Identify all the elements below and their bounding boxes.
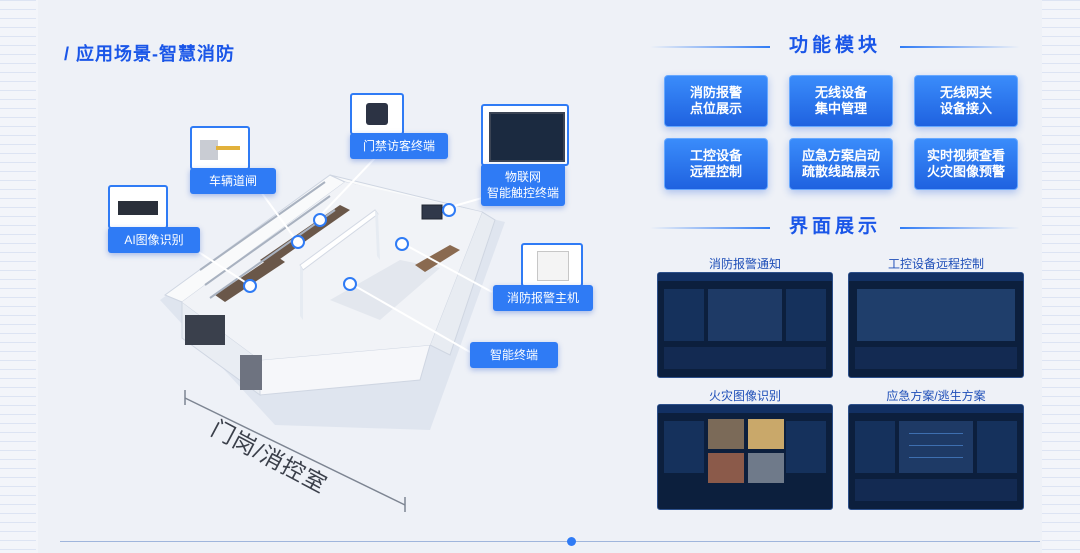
screen-thumb-remote[interactable] [848,272,1024,378]
screen-right-panel [786,421,826,473]
feature-remote-control[interactable]: 工控设备 远程控制 [664,138,768,190]
plan-row [909,433,963,434]
feature-emergency-plan[interactable]: 应急方案启动 疏散线路展示 [789,138,893,190]
screen-topbar [658,405,832,413]
touchscreen-icon [489,112,565,162]
feature-wireless-gateway[interactable]: 无线网关 设备接入 [914,75,1018,127]
screen-topbar [849,273,1023,281]
left-decoration [0,0,36,553]
page-title: / 应用场景-智慧消防 [64,44,235,64]
iot-terminal-thumb [481,104,569,166]
feature-wireless-devices[interactable]: 无线设备 集中管理 [789,75,893,127]
screen-label-remote: 工控设备远程控制 [887,257,984,271]
bottom-indicator [567,537,576,546]
ai-recognition-thumb [108,185,168,229]
alarm-panel-icon [537,251,569,281]
access-terminal-label[interactable]: 门禁访客终端 [350,133,448,159]
iot-terminal-label[interactable]: 物联网 智能触控终端 [481,164,565,206]
pin-fire-host[interactable] [395,237,409,251]
gate-icon [200,140,218,160]
screen-footer [664,347,826,369]
tablet-icon [366,103,388,125]
gate-arm [216,146,240,150]
header-line-right [900,46,1020,48]
features-title: 功能模块 [788,35,881,56]
camera-feed [708,453,744,483]
screen-label-emergency: 应急方案/逃生方案 [886,389,986,403]
pin-smart[interactable] [343,277,357,291]
screen-thumb-alarm[interactable] [657,272,833,378]
pin-access[interactable] [313,213,327,227]
barrier-gate-thumb [190,126,250,170]
interfaces-header: 界面展示 [650,213,1020,241]
screen-footer [855,479,1017,501]
feature-fire-alarm-points[interactable]: 消防报警 点位展示 [664,75,768,127]
pin-ai[interactable] [243,279,257,293]
right-decoration [1042,0,1080,553]
plan-row [909,445,963,446]
plan-row [909,457,963,458]
screen-plan [899,421,973,473]
pin-iot[interactable] [442,203,456,217]
camera-feed [748,453,784,483]
screen-footer [855,347,1017,369]
fire-alarm-host-label[interactable]: 消防报警主机 [493,285,593,311]
header-line-right [900,227,1020,229]
screen-right-panel [977,421,1017,473]
screen-left-panel [664,421,704,473]
screen-label-fire-image: 火灾图像识别 [708,389,781,403]
fire-alarm-host-thumb [521,243,583,287]
screen-right-panel [786,289,826,341]
interfaces-title: 界面展示 [788,216,881,237]
screen-thumb-fire-image[interactable] [657,404,833,510]
screen-topbar [658,273,832,281]
pin-gate[interactable] [291,235,305,249]
screen-left-panel [855,421,895,473]
header-line-left [650,46,770,48]
ai-recognition-label[interactable]: AI图像识别 [108,227,200,253]
screen-label-alarm: 消防报警通知 [708,257,781,271]
screen-map [708,289,782,341]
smart-terminal-label[interactable]: 智能终端 [470,342,558,368]
screen-left-panel [664,289,704,341]
screen-thumb-emergency[interactable] [848,404,1024,510]
screen-topbar [849,405,1023,413]
access-terminal-thumb [350,93,404,135]
server-icon [118,201,158,215]
bottom-divider [60,541,1040,542]
feature-video-warning[interactable]: 实时视频查看 火灾图像预警 [914,138,1018,190]
camera-feed [708,419,744,449]
header-line-left [650,227,770,229]
barrier-gate-label[interactable]: 车辆道闸 [190,168,276,194]
screen-map [857,289,1015,341]
features-header: 功能模块 [650,32,1020,60]
camera-feed [748,419,784,449]
